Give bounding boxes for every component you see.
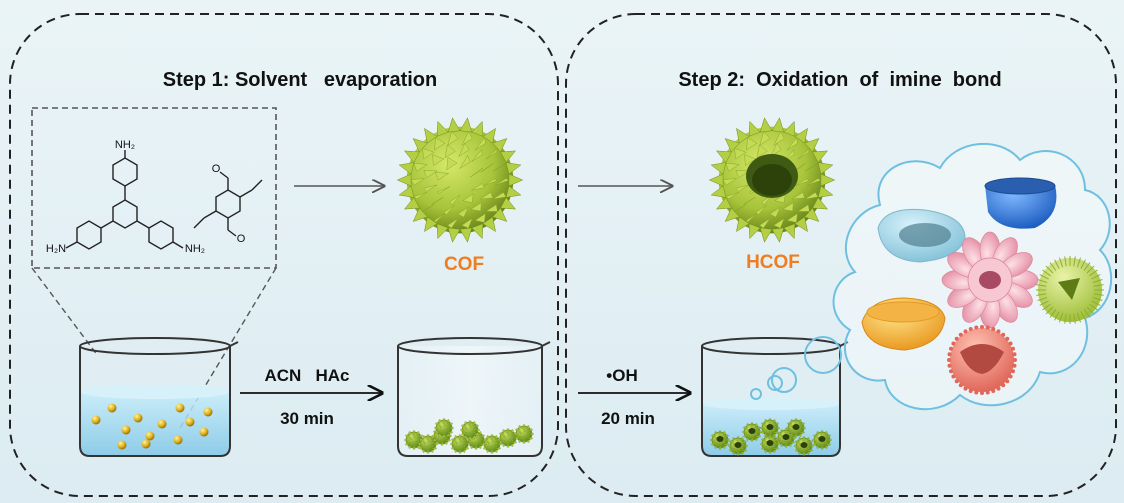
amine-label-left: H₂N bbox=[46, 243, 66, 255]
triamine-molecule bbox=[65, 150, 184, 250]
aldehyde-o-bottom: O bbox=[237, 233, 246, 245]
zoom-line-left bbox=[31, 267, 99, 357]
step2-title: Step 2: Oxidation of imine bond bbox=[678, 69, 1001, 91]
cof-label: COF bbox=[444, 254, 484, 275]
morphology-cyan-shell bbox=[877, 208, 966, 263]
step1-panel bbox=[9, 13, 559, 497]
reaction1-time: 30 min bbox=[280, 409, 334, 428]
morphology-salmon-sphere bbox=[947, 325, 1017, 395]
step1-title: Step 1: Solvent evaporation bbox=[163, 69, 438, 91]
morphology-blue-shell bbox=[984, 177, 1057, 229]
dialdehyde-molecule bbox=[193, 171, 263, 237]
aldehyde-o-top: O bbox=[212, 163, 221, 175]
hcof-particle bbox=[708, 117, 836, 243]
step2-panel bbox=[565, 13, 1117, 497]
beaker-monomers bbox=[79, 337, 239, 457]
beaker-cof bbox=[397, 337, 551, 457]
morphology-pink-flower bbox=[941, 231, 1039, 329]
amine-label-top: NH₂ bbox=[115, 139, 135, 151]
morphology-orange-bowl bbox=[861, 297, 946, 351]
reaction2-time: 20 min bbox=[601, 409, 655, 428]
cof-particle bbox=[396, 117, 524, 243]
thought-bubbles bbox=[750, 336, 842, 400]
molecule-inset bbox=[31, 107, 277, 269]
morphology-lime-sphere bbox=[1036, 256, 1104, 324]
beaker-hcof bbox=[701, 337, 849, 457]
reaction2-reagent: •OH bbox=[606, 366, 637, 385]
hcof-label: HCOF bbox=[746, 252, 800, 273]
reaction1-reagents: ACN HAc bbox=[264, 366, 349, 385]
amine-label-right: NH₂ bbox=[185, 243, 205, 255]
